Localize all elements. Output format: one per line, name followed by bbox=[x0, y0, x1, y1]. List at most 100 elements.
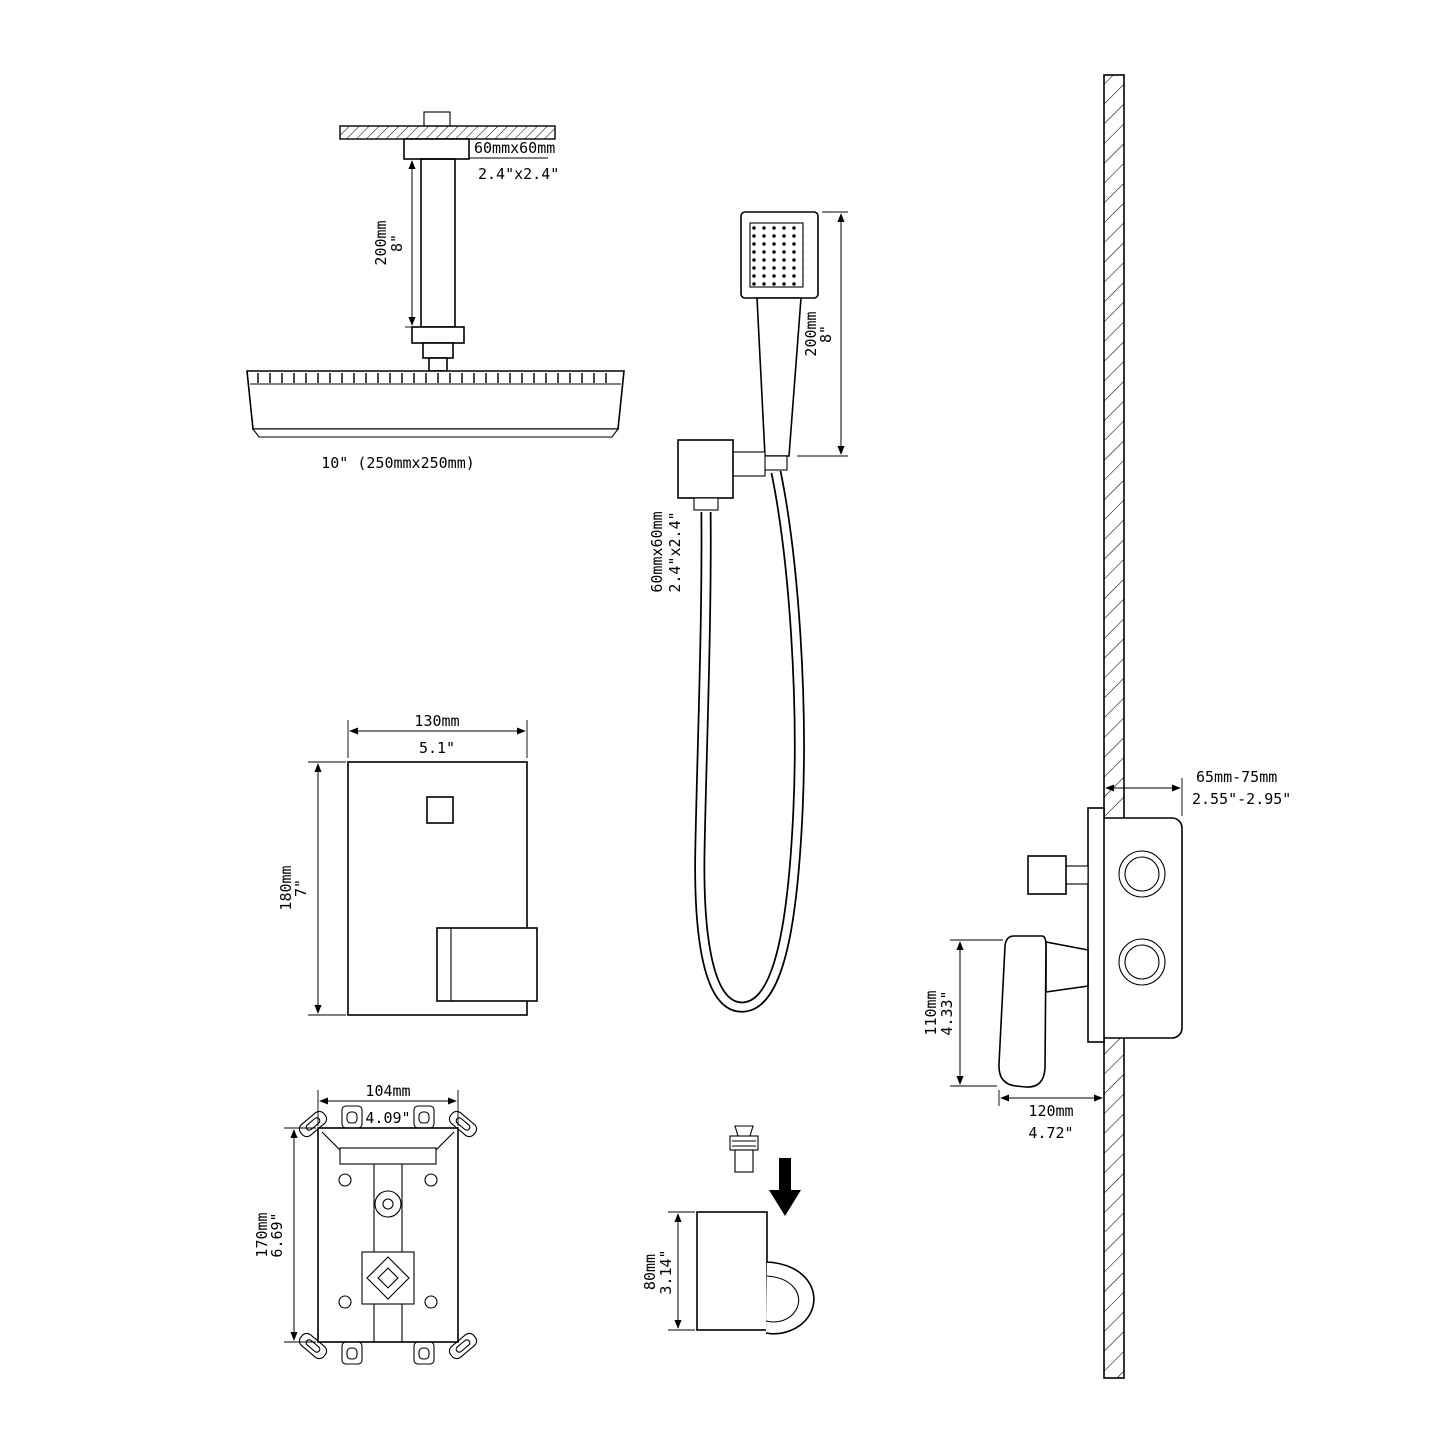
ear-slot bbox=[455, 1117, 471, 1131]
mounting-tab bbox=[341, 1105, 363, 1129]
ear-slot bbox=[305, 1339, 321, 1353]
rough-in-height-in: 6.69" bbox=[268, 1212, 286, 1257]
top-crossbar bbox=[339, 1147, 437, 1165]
trim-width-in: 5.1" bbox=[419, 739, 455, 757]
outlet-elbow bbox=[732, 451, 766, 477]
wall-depth-in: 2.55"-2.95" bbox=[1192, 790, 1291, 808]
holder-hook-outer bbox=[765, 1261, 815, 1335]
shower-head-nozzle-row bbox=[256, 373, 616, 383]
handle-depth-mm: 120mm bbox=[1028, 1102, 1073, 1120]
trim-width-mm: 130mm bbox=[414, 712, 459, 730]
handle-depth-dimension: 120mm 4.72" bbox=[998, 1090, 1103, 1142]
ceiling-flange-dimension: 60mmx60mm 2.4"x2.4" bbox=[469, 139, 559, 183]
connector-stem bbox=[734, 1149, 754, 1173]
wall-cross-section bbox=[1103, 74, 1125, 1379]
wall-outlet-flange bbox=[677, 439, 734, 499]
valve-trim-front-view: 130mm 5.1" 180mm 7" bbox=[277, 712, 538, 1016]
handheld-spray-face bbox=[749, 222, 804, 288]
screw-hole bbox=[424, 1295, 438, 1309]
arm-connector-mid bbox=[422, 342, 454, 359]
spout-handle bbox=[436, 927, 538, 1002]
handheld-length-in: 8" bbox=[817, 325, 835, 343]
rain-shower-head bbox=[246, 370, 625, 438]
shower-head-size-label: 10" (250mmx250mm) bbox=[321, 454, 475, 472]
inlet-port-inner bbox=[382, 1198, 394, 1210]
trim-height-mm: 180mm bbox=[277, 865, 295, 910]
diverter-button bbox=[426, 796, 454, 824]
arm-connector-lower bbox=[428, 357, 448, 372]
wall-outlet-dimension: 60mmx60mm 2.4"x2.4" bbox=[648, 511, 684, 592]
holder-height-in: 3.14" bbox=[657, 1249, 675, 1294]
ceiling-shower-assembly: 60mmx60mm 2.4"x2.4" 200mm 8" 10" (250mmx… bbox=[246, 111, 625, 472]
rough-in-width-in: 4.09" bbox=[365, 1109, 410, 1127]
shower-hose-inner bbox=[696, 471, 804, 1011]
handheld-hose-fitting bbox=[762, 455, 788, 471]
handle-depth-in: 4.72" bbox=[1028, 1124, 1073, 1142]
ceiling-plate bbox=[339, 125, 556, 140]
connector-collar bbox=[729, 1135, 759, 1151]
shower-arm-length-in: 8" bbox=[388, 234, 406, 252]
mounting-tab bbox=[341, 1341, 363, 1365]
mounting-tab-slot bbox=[346, 1347, 358, 1360]
mounting-tab-slot bbox=[418, 1111, 430, 1124]
wall-section-side-view: 65mm-75mm 2.55"-2.95" 110mm 4.33" 120mm … bbox=[922, 74, 1291, 1379]
down-arrow-icon bbox=[769, 1158, 801, 1216]
handle-hub-side bbox=[1045, 941, 1089, 993]
wall-depth-dimension: 65mm-75mm 2.55"-2.95" bbox=[1105, 768, 1291, 816]
cartridge-diamond bbox=[366, 1256, 410, 1300]
mounting-tab-slot bbox=[418, 1347, 430, 1360]
outlet-hose-nut bbox=[693, 497, 719, 511]
rough-in-height-mm: 170mm bbox=[253, 1212, 271, 1257]
mounting-tab bbox=[413, 1105, 435, 1129]
ceiling-flange bbox=[403, 138, 470, 160]
valve-port-upper-inner bbox=[1124, 856, 1160, 892]
mounting-tab-slot bbox=[346, 1111, 358, 1124]
valve-port-lower-inner bbox=[1124, 944, 1160, 980]
corner-brace bbox=[435, 1131, 455, 1151]
handheld-holder-view: 80mm 3.14" bbox=[641, 1125, 815, 1335]
handle-height-mm: 110mm bbox=[922, 990, 940, 1035]
mounting-tab bbox=[413, 1341, 435, 1365]
handheld-length-dimension: 200mm 8" bbox=[797, 211, 848, 457]
trim-width-dimension: 130mm 5.1" bbox=[347, 712, 528, 758]
rough-in-valve-view: 104mm 4.09" 170mm 6.69" bbox=[253, 1082, 478, 1365]
diverter-knob-side bbox=[1027, 855, 1067, 895]
handle-lever-side bbox=[998, 935, 1047, 1088]
handheld-length-mm: 200mm bbox=[802, 311, 820, 356]
valve-port-upper-outer bbox=[1118, 850, 1166, 898]
ceiling-flange-size-mm: 60mmx60mm bbox=[474, 139, 555, 157]
valve-port-lower-outer bbox=[1118, 938, 1166, 986]
trim-height-in: 7" bbox=[292, 879, 310, 897]
screw-hole bbox=[424, 1173, 438, 1187]
wall-depth-mm: 65mm-75mm bbox=[1196, 768, 1277, 786]
trim-height-dimension: 180mm 7" bbox=[277, 761, 346, 1016]
ceiling-pipe-stub bbox=[423, 111, 451, 127]
holder-body bbox=[696, 1211, 768, 1331]
screw-hole bbox=[338, 1173, 352, 1187]
ear-slot bbox=[455, 1339, 471, 1353]
trim-plate-side bbox=[1087, 807, 1105, 1043]
cartridge-stem bbox=[377, 1267, 399, 1289]
rough-in-width-dimension: 104mm 4.09" bbox=[317, 1082, 459, 1127]
outlet-size-mm: 60mmx60mm bbox=[648, 511, 666, 592]
ear-slot bbox=[305, 1117, 321, 1131]
rough-in-width-mm: 104mm bbox=[365, 1082, 410, 1100]
rough-in-height-dimension: 170mm 6.69" bbox=[253, 1127, 316, 1343]
corner-brace bbox=[321, 1131, 341, 1151]
arm-connector-upper bbox=[411, 326, 465, 344]
holder-hook-inner bbox=[765, 1275, 800, 1323]
diverter-stem-side bbox=[1065, 865, 1089, 885]
handheld-handle bbox=[756, 297, 802, 457]
shower-arm-length-mm: 200mm bbox=[372, 220, 390, 265]
handle-height-in: 4.33" bbox=[938, 990, 956, 1035]
screw-hole bbox=[338, 1295, 352, 1309]
shower-arm-dimension: 200mm 8" bbox=[372, 158, 419, 328]
holder-height-mm: 80mm bbox=[641, 1254, 659, 1290]
handle-height-dimension: 110mm 4.33" bbox=[922, 939, 1003, 1087]
inlet-port-outer bbox=[374, 1190, 402, 1218]
outlet-size-in: 2.4"x2.4" bbox=[666, 511, 684, 592]
ceiling-flange-size-in: 2.4"x2.4" bbox=[478, 165, 559, 183]
